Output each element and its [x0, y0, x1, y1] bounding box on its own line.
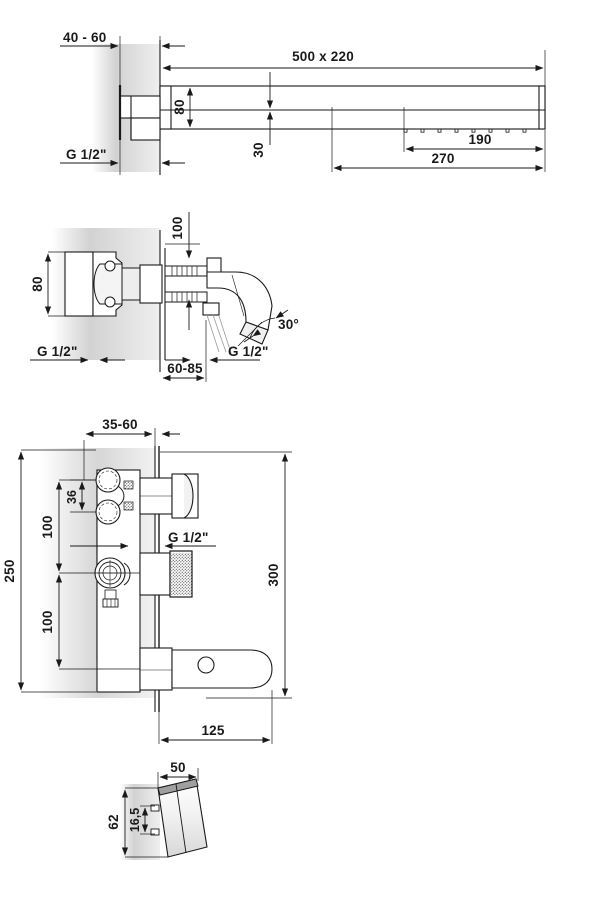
dim-label-125: 125 [201, 723, 224, 738]
dim-label-g12-body: G 1/2" [168, 530, 209, 545]
dim-50: 50 [157, 760, 199, 788]
dim-label-62: 62 [106, 814, 121, 829]
dim-label-250: 250 [2, 559, 17, 582]
view-spout: 100 80 60-85 30° G 1/2" [30, 212, 299, 382]
dim-label-100-bot: 100 [40, 610, 55, 633]
dim-label-35-60: 35-60 [102, 417, 138, 432]
dim-190: 190 [403, 107, 546, 153]
spout-escutcheon [64, 251, 94, 317]
dim-label-80-spout: 80 [30, 276, 45, 291]
dim-g12-arm: G 1/2" [60, 147, 185, 167]
arm-wall-flange [159, 85, 172, 130]
dim-16-5: 16,5 [128, 805, 155, 835]
view-body: 35-60 36 100 100 250 [2, 417, 292, 744]
shower-head-end [538, 85, 546, 130]
dim-60-85: 60-85 [162, 320, 207, 382]
dim-80-arm: 80 [160, 85, 198, 130]
dim-label-16-5: 16,5 [128, 808, 142, 832]
dim-100-top: 100 [40, 479, 140, 574]
dim-62: 62 [106, 787, 168, 858]
dim-100-spout: 100 [165, 212, 200, 330]
view-handle: 50 62 16,5 [106, 760, 208, 860]
dim-g12-spout-right: G 1/2" [165, 344, 269, 364]
dim-label-100-top: 100 [40, 515, 55, 538]
dim-125: 125 [158, 690, 273, 744]
dim-label-g12-arm: G 1/2" [66, 147, 107, 162]
dim-g12-body: G 1/2" [70, 530, 216, 550]
dim-label-g12-spout-left: G 1/2" [37, 344, 78, 359]
dim-80-spout: 80 [30, 251, 66, 317]
dim-label-80-arm: 80 [172, 99, 187, 114]
water-stream-lines [206, 314, 232, 354]
dim-500x220: 500 x 220 [162, 49, 546, 86]
dim-250: 250 [2, 449, 96, 693]
body-lever-spout [139, 647, 273, 691]
dim-label-100-spout: 100 [170, 216, 185, 239]
dim-label-500x220: 500 x 220 [292, 49, 354, 64]
dim-label-g12-spout-right: G 1/2" [228, 344, 269, 359]
dim-label-50: 50 [170, 760, 185, 775]
dim-label-270: 270 [431, 151, 454, 166]
dim-300: 300 [160, 451, 292, 699]
dim-label-300: 300 [266, 563, 281, 586]
dim-g12-spout-left: G 1/2" [30, 344, 125, 364]
dim-100-bot: 100 [40, 574, 140, 670]
dim-35-60: 35-60 [83, 417, 180, 480]
handle-body [157, 778, 208, 858]
dim-label-60-85: 60-85 [167, 361, 203, 376]
dim-label-30-deg: 30° [278, 317, 299, 332]
dim-40-60: 40 - 60 [60, 30, 185, 175]
body-diverter-handle [139, 550, 193, 598]
dim-30-arm: 30 [251, 72, 274, 158]
spout-valve-body [92, 251, 163, 317]
dim-label-190: 190 [468, 132, 491, 147]
dim-30-deg: 30° [237, 309, 299, 347]
handle-mount-tabs [150, 804, 160, 836]
dim-label-40-60: 40 - 60 [63, 30, 106, 45]
view-shower-arm: 40 - 60 500 x 220 80 30 190 [60, 30, 546, 175]
shower-arm-body [159, 85, 546, 130]
dim-label-36: 36 [65, 490, 79, 504]
dim-270: 270 [331, 107, 546, 172]
body-upper-control [139, 473, 199, 519]
dim-label-30-arm: 30 [251, 142, 266, 157]
